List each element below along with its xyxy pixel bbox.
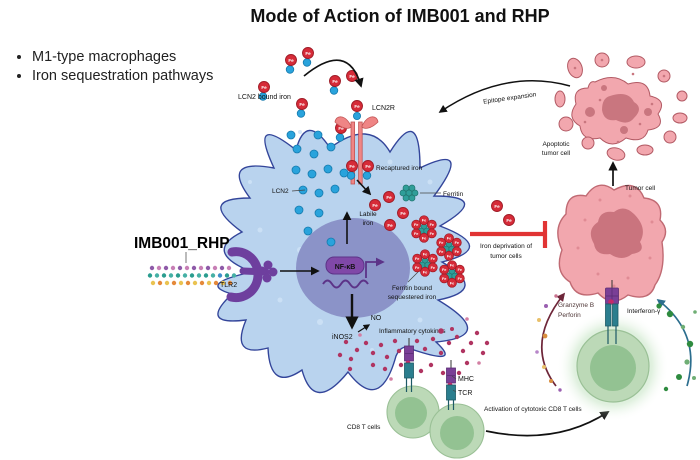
tumor-speckles — [576, 194, 654, 288]
activated-cd8-t-cell — [576, 329, 650, 403]
granzyme-label-2: Perforin — [558, 312, 581, 319]
interferon-dots — [656, 303, 697, 392]
tumor-tcell-synapse — [605, 280, 619, 344]
bullet-iron-sequestration: Iron sequestration pathways — [32, 67, 213, 86]
nfkb-label: NF-κB — [335, 264, 356, 271]
cytokine-dots — [337, 317, 490, 381]
tlr2-receptor — [226, 247, 278, 303]
lcn2-molecules — [286, 130, 349, 247]
mhc-tcr-synapse — [446, 360, 456, 410]
ferritin-icon — [399, 184, 419, 202]
lcn2-pointer — [291, 189, 306, 192]
activation-label: Activation of cytotoxic CD8 T cells — [484, 406, 582, 413]
epitope-expansion-arrow — [438, 80, 571, 113]
nfkb-complex: NF-κB — [322, 256, 385, 289]
ferritin-bound-label-2: sequestered iron — [388, 294, 437, 301]
dna-icon — [322, 279, 369, 289]
labile-iron-label-2: iron — [363, 220, 374, 227]
apoptotic-nucleus-fragments — [573, 58, 666, 144]
inhibition-bar — [470, 221, 548, 248]
apoptotic-label-1: Apoptotic — [542, 141, 570, 148]
tumor-cell-label: Tumor cell — [625, 185, 656, 192]
lcn2-bound-iron-label: LCN2 bound iron — [238, 94, 291, 101]
rhp-polymer-dots — [147, 265, 237, 286]
ferritin-bound-label-1: Ferritin bound — [392, 285, 432, 292]
mhc-label: MHC — [458, 376, 474, 383]
apoptotic-label-2: tumor cell — [542, 150, 571, 157]
imb001-rhp-label: IMB001_RHP — [134, 235, 230, 252]
lcn2-label: LCN2 — [272, 188, 289, 195]
granzyme-arrow — [540, 292, 566, 387]
transcription-arrow — [365, 257, 385, 278]
no-label: NO — [371, 315, 382, 322]
iron-uptake-arrow — [303, 59, 364, 88]
granzyme-label-1: Granzyme B — [558, 302, 594, 309]
tcr-pointer — [452, 389, 457, 393]
cytoplasm-speckles — [248, 130, 433, 352]
labile-iron-label-1: Labile — [359, 211, 377, 218]
cd8-t-cells-label: CD8 T cells — [347, 424, 381, 431]
interferon-arrow — [656, 298, 692, 387]
granzyme-perforin-dots — [535, 294, 562, 392]
page-title: Mode of Action of IMB001 and RHP — [250, 6, 550, 26]
tumor-nucleus — [590, 208, 643, 258]
lcn2r-label: LCN2R — [372, 105, 395, 112]
mhc-pointer — [451, 375, 457, 380]
bullet-list: M1-type macrophages Iron sequestration p… — [10, 48, 213, 86]
mhc-tcr-synapse — [404, 338, 414, 392]
inflammatory-cytokines-label: Inflammatory cytokines — [379, 328, 446, 335]
bullet-m1-macrophages: M1-type macrophages — [32, 48, 213, 67]
iron-deprivation-label-1: Iron deprivation of — [480, 243, 532, 250]
cd8-t-cell — [429, 403, 485, 459]
ferritin-bound-pointer — [407, 271, 419, 283]
iron-deprivation-label-2: tumor cells — [490, 253, 522, 260]
recaptured-iron-label: Recaptured iron — [376, 165, 423, 172]
tcr-label: TCR — [458, 390, 472, 397]
tlr2-label: TLR2 — [220, 282, 237, 289]
epitope-expansion-label: Epitope expansion — [483, 91, 537, 105]
recapture-arrow — [356, 179, 372, 196]
lcn2r-receptor — [334, 100, 379, 185]
inos2-label: iNOS2 — [332, 334, 353, 341]
ferritin-label: Ferritin — [443, 191, 464, 198]
inos-no-arrow — [357, 324, 371, 333]
interferon-label: Interferon-γ — [627, 308, 661, 315]
